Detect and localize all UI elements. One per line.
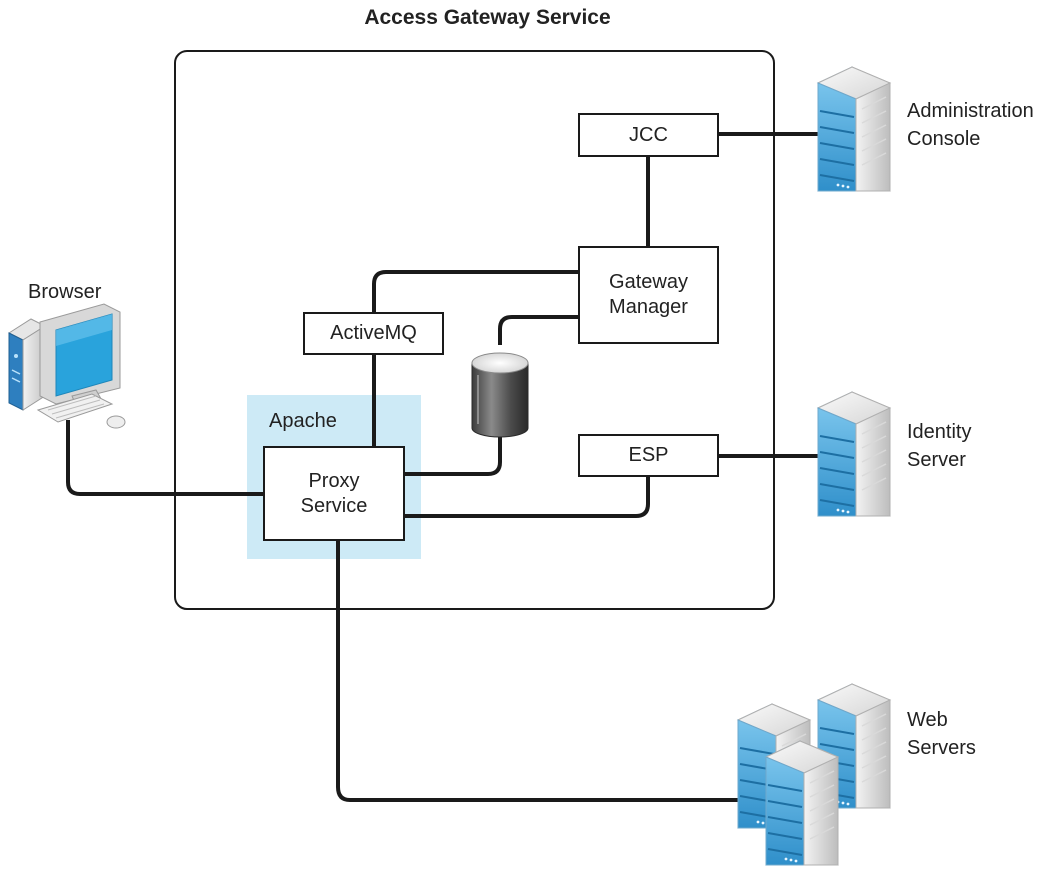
apache-label: Apache — [269, 410, 337, 432]
identity-server-label-line2: Server — [907, 449, 966, 471]
gateway-manager-box: Gateway Manager — [578, 246, 719, 344]
gateway-manager-label-line2: Manager — [609, 296, 688, 318]
proxy-database-link — [404, 432, 502, 476]
proxy-service-box: Proxy Service — [263, 446, 405, 541]
proxy-service-label-line1: Proxy — [308, 469, 360, 492]
web-servers-label-line1: Web — [907, 709, 948, 731]
proxy-webservers-link — [336, 541, 744, 802]
browser-computer-icon — [7, 303, 126, 429]
admin-console-label-line2: Console — [907, 128, 981, 150]
gateway-manager-activemq-link — [372, 270, 578, 312]
proxy-service-label-line2: Service — [300, 494, 368, 517]
gateway-manager-label-line1: Gateway — [609, 271, 688, 293]
identity-server-icon — [817, 391, 891, 517]
identity-server-label-line1: Identity — [907, 421, 972, 443]
browser-label: Browser — [28, 281, 102, 303]
esp-label: ESP — [628, 444, 669, 466]
activemq-label: ActiveMQ — [330, 322, 417, 344]
gateway-manager-database-link — [498, 315, 578, 345]
activemq-box: ActiveMQ — [303, 312, 444, 355]
browser-proxy-link — [66, 420, 264, 496]
esp-box: ESP — [578, 434, 719, 477]
web-servers-icon — [737, 683, 891, 866]
web-servers-label-line2: Servers — [907, 737, 976, 759]
jcc-label: JCC — [629, 123, 668, 146]
jcc-box: JCC — [578, 113, 719, 157]
diagram-title: Access Gateway Service — [364, 6, 611, 29]
proxy-esp-link — [404, 476, 650, 518]
database-icon — [471, 352, 529, 438]
admin-console-server-icon — [817, 66, 891, 192]
admin-console-label-line1: Administration — [907, 100, 1034, 122]
